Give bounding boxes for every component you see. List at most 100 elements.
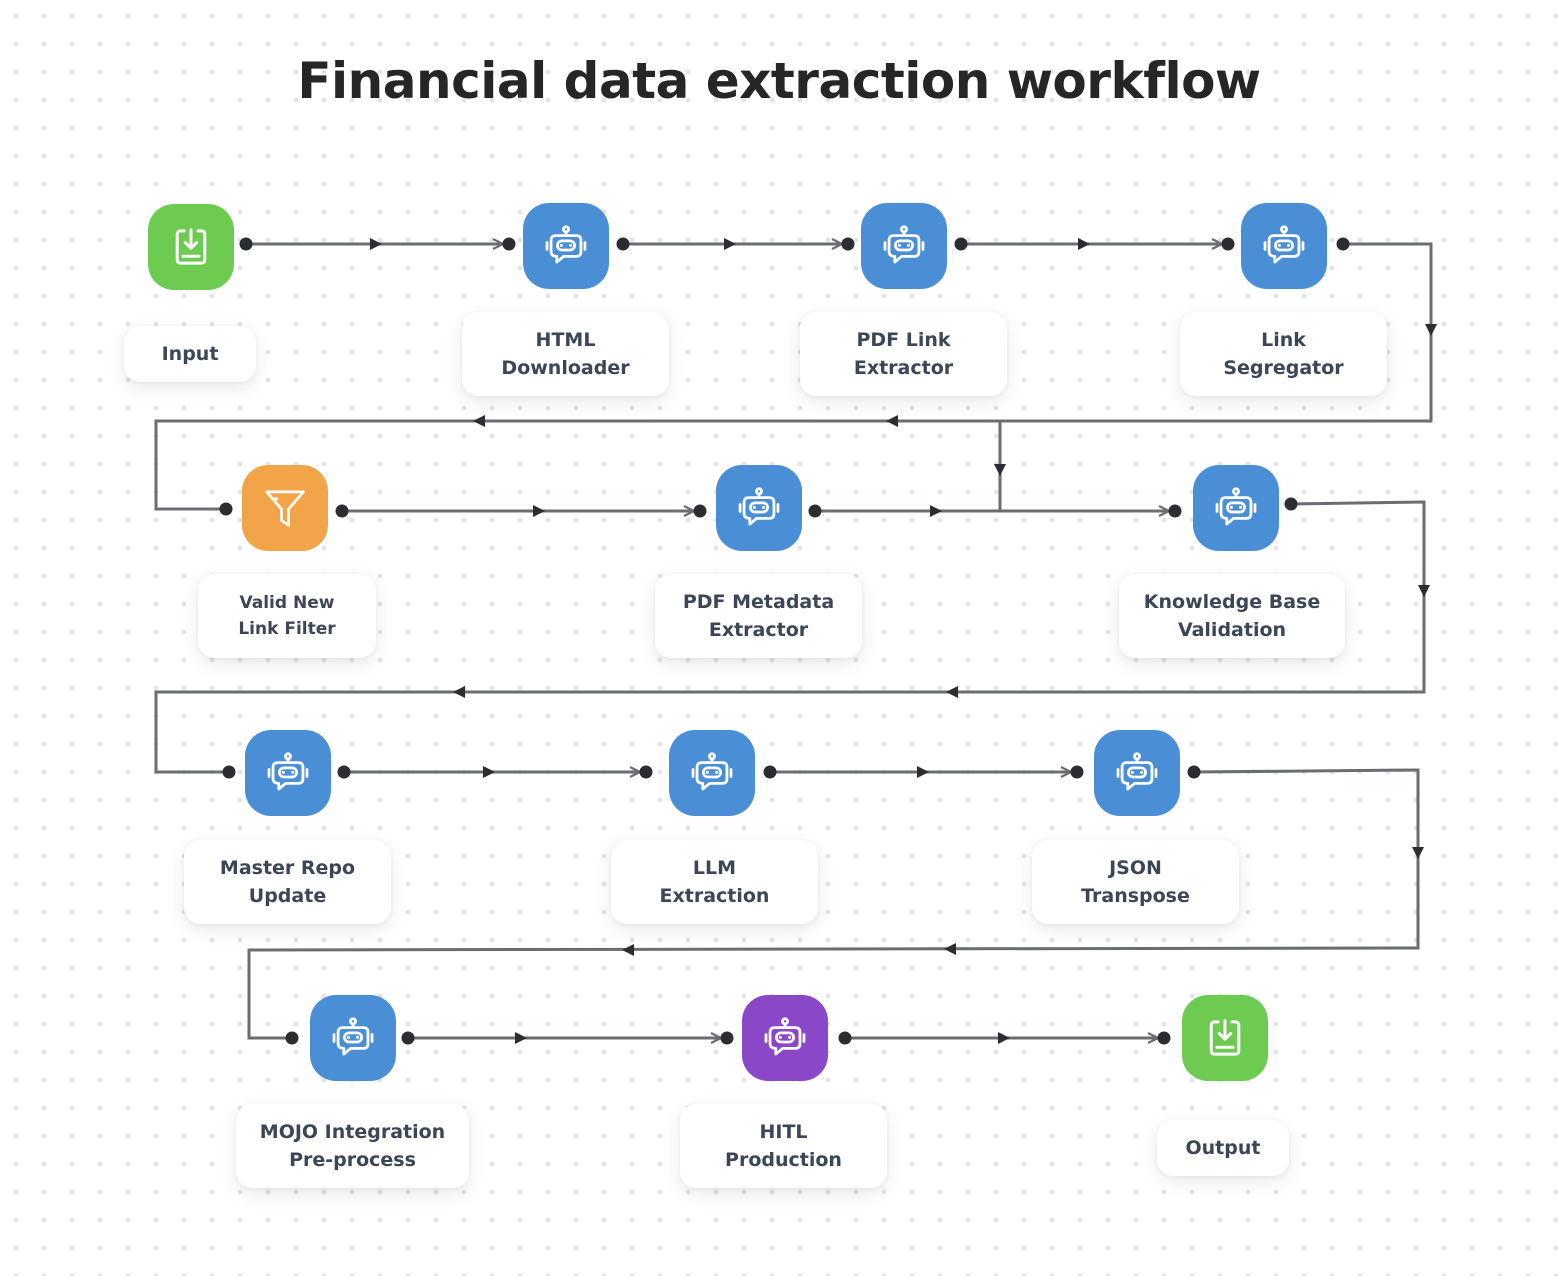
node-json-transpose[interactable] — [1094, 730, 1180, 816]
node-link-segregator[interactable] — [1241, 203, 1327, 289]
filter-icon — [265, 490, 305, 527]
port-dot — [1157, 1031, 1171, 1045]
robot-icon — [883, 225, 925, 264]
port-dot — [222, 765, 236, 779]
robot-icon — [738, 487, 780, 526]
node-llm-extraction[interactable] — [669, 730, 755, 816]
node-output[interactable] — [1182, 995, 1268, 1081]
port-dot — [1221, 237, 1235, 251]
arrowhead — [944, 943, 956, 955]
arrowhead — [930, 505, 942, 517]
port-dot — [219, 502, 233, 516]
port-dot — [1070, 765, 1084, 779]
port-dot — [285, 1031, 299, 1045]
node-label: HITL Production — [725, 1121, 842, 1171]
arrowhead — [473, 415, 485, 427]
arrowhead — [533, 505, 545, 517]
node-mojo-integration-preprocess[interactable] — [310, 995, 396, 1081]
label-json-transpose: JSON Transpose — [1032, 840, 1239, 924]
label-mojo-integration-preprocess: MOJO Integration Pre-process — [236, 1104, 469, 1188]
arrowhead — [724, 238, 736, 250]
port-dot — [401, 1031, 415, 1045]
diagram-title: Financial data extraction workflow — [297, 52, 1261, 110]
label-input: Input — [124, 326, 256, 382]
arrowhead — [453, 686, 465, 698]
node-label: Knowledge Base Validation — [1143, 591, 1321, 641]
label-output: Output — [1157, 1120, 1289, 1176]
arrowhead — [994, 464, 1006, 476]
node-html-downloader[interactable] — [523, 203, 609, 289]
node-label: Master Repo Update — [219, 857, 356, 907]
arrowhead — [1425, 324, 1437, 336]
robot-icon — [267, 752, 309, 791]
robot-icon — [1116, 752, 1158, 791]
port-dot — [616, 237, 630, 251]
label-valid-new-link-filter: Valid New Link Filter — [198, 574, 376, 658]
upload-icon — [1209, 1019, 1241, 1056]
label-pdf-metadata-extractor: PDF Metadata Extractor — [655, 574, 862, 658]
arrowhead — [1412, 847, 1424, 859]
node-label: Output — [1185, 1137, 1261, 1159]
connector-knowledge-base-validation-to-master-repo-update — [154, 500, 1426, 774]
arrowhead — [483, 766, 495, 778]
download-icon — [175, 228, 207, 265]
node-label: PDF Metadata Extractor — [682, 591, 835, 641]
arrowhead — [917, 766, 929, 778]
arrowhead — [1418, 585, 1430, 597]
arrowhead — [998, 1032, 1010, 1044]
robot-icon — [691, 752, 733, 791]
arrowhead — [946, 686, 958, 698]
port-dot — [1284, 497, 1298, 511]
node-label: Link Segregator — [1223, 329, 1344, 379]
label-pdf-link-extractor: PDF Link Extractor — [800, 312, 1007, 396]
port-dot — [502, 237, 516, 251]
label-knowledge-base-validation: Knowledge Base Validation — [1119, 574, 1345, 658]
label-link-segregator: Link Segregator — [1180, 312, 1387, 396]
label-hitl-production: HITL Production — [680, 1104, 887, 1188]
port-dot — [335, 504, 349, 518]
connector-link-segregator-to-valid-new-link-filter — [154, 242, 1433, 511]
arrowhead — [515, 1032, 527, 1044]
arrowhead — [886, 415, 898, 427]
label-llm-extraction: LLM Extraction — [611, 840, 818, 924]
port-dot — [639, 765, 653, 779]
label-html-downloader: HTML Downloader — [462, 312, 669, 396]
arrowhead — [622, 944, 634, 956]
node-label: JSON Transpose — [1081, 857, 1190, 907]
arrowhead — [370, 238, 382, 250]
node-knowledge-base-validation[interactable] — [1193, 465, 1279, 551]
port-dot — [720, 1031, 734, 1045]
port-dot — [693, 504, 707, 518]
port-dot — [1168, 504, 1182, 518]
robot-icon — [545, 225, 587, 264]
port-dot — [954, 237, 968, 251]
node-pdf-metadata-extractor[interactable] — [716, 465, 802, 551]
port-dot — [763, 765, 777, 779]
node-label: PDF Link Extractor — [853, 329, 954, 379]
node-label: HTML Downloader — [501, 329, 630, 379]
node-master-repo-update[interactable] — [245, 730, 331, 816]
label-master-repo-update: Master Repo Update — [184, 840, 391, 924]
connector-json-transpose-to-mojo-integration — [247, 768, 1420, 1040]
node-label: MOJO Integration Pre-process — [259, 1121, 446, 1171]
node-label: Input — [161, 343, 219, 365]
node-input[interactable] — [148, 204, 234, 290]
node-label: Valid New Link Filter — [238, 593, 336, 639]
port-dot — [808, 504, 822, 518]
port-dot — [1336, 237, 1350, 251]
node-hitl-production[interactable] — [742, 995, 828, 1081]
port-dot — [841, 237, 855, 251]
port-dot — [239, 237, 253, 251]
robot-icon — [332, 1017, 374, 1056]
robot-icon — [764, 1017, 806, 1056]
arrowhead — [1078, 238, 1090, 250]
node-label: LLM Extraction — [659, 857, 770, 907]
port-dot — [1187, 765, 1201, 779]
node-valid-new-link-filter[interactable] — [242, 465, 328, 551]
robot-icon — [1263, 225, 1305, 264]
node-pdf-link-extractor[interactable] — [861, 203, 947, 289]
robot-icon — [1215, 487, 1257, 526]
port-dot — [337, 765, 351, 779]
port-dot — [838, 1031, 852, 1045]
